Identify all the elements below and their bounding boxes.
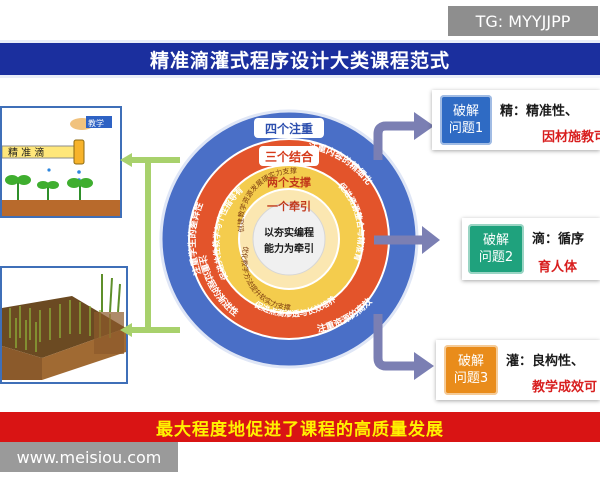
connector-arrows [120,153,180,337]
footer-banner: 最大程度地促进了课程的高质量发展 [0,412,600,442]
sprout-3 [67,178,93,200]
problem-badge-3-line2: 问题3 [453,371,489,386]
flow-arrows [373,112,440,380]
problem-card-2: 破解 问题2 滴：循序 育人体 [462,218,600,280]
problem-card-3-head: 灌：良构性、 [506,354,585,369]
problem-card-1-head: 精：精准性、 [500,104,579,119]
watermark-badge: TG: MYYJJPP [448,6,598,36]
problem-card-3: 破解 问题3 灌：良构性、 教学成效可 [436,340,600,400]
sprout-2 [37,181,59,200]
problem-badge-1: 破解 问题1 [440,95,492,145]
core-center [252,202,326,276]
problem-badge-1-line1: 破解 [452,104,479,119]
problem-badge-2: 破解 问题2 [468,224,524,274]
problem-card-1-red: 因材施教可 [542,130,600,145]
drip-irrigation-illustration: 精 准 滴 教学 [0,106,122,218]
concentric-circle-diagram: 四个注重 三个结合 两个支撑 一个牵引 以夯实编程 能力为牵引 注重学生的差异性… [158,106,419,369]
core-label: 一个牵引 [267,199,311,213]
problem-card-2-head: 滴：循序 [532,232,585,247]
problem-card-1: 破解 问题1 精：精准性、 因材施教可 [432,90,600,150]
problem-badge-3-line1: 破解 [457,354,484,369]
hand-tag: 教学 [88,118,104,128]
problem-badge-3: 破解 问题3 [444,345,498,395]
core-text-line1: 以夯实编程 [264,226,314,239]
problem-badge-1-line2: 问题1 [448,121,484,136]
page-title: 精准滴灌式程序设计大类课程范式 [0,40,600,78]
problem-badge-2-line1: 破解 [482,233,509,248]
problem-card-2-red: 育人体 [538,260,578,275]
site-watermark: www.meisiou.com [0,442,178,472]
sprout-1 [5,175,31,200]
problem-card-3-red: 教学成效可 [532,380,598,395]
crop-field-graphic [2,274,126,380]
crop-field-illustration [0,266,128,384]
problem-badge-2-line2: 问题2 [478,250,514,265]
drip-label: 精 准 滴 [8,146,44,159]
core-text-line2: 能力为牵引 [264,242,314,255]
ring3-label: 两个支撑 [267,175,311,189]
drip-irrigation-graphic: 精 准 滴 教学 [2,116,120,216]
ring2-label: 三个结合 [265,149,314,164]
ring1-label: 四个注重 [265,121,313,136]
tall-plant [94,274,124,354]
